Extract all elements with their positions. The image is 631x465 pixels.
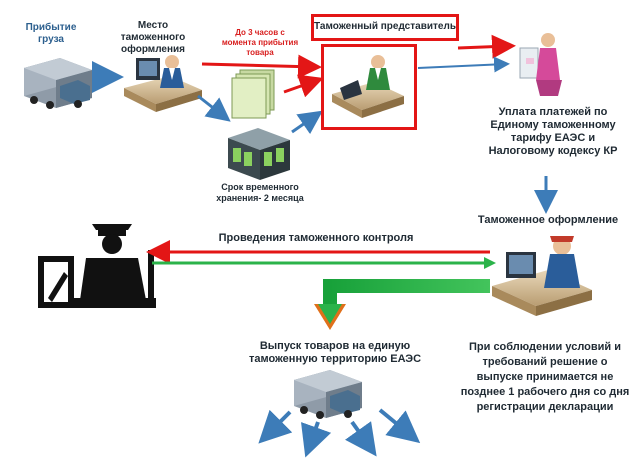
blue-arrow-rep-to-payment (417, 56, 510, 73)
payment-cashier-icon (519, 33, 562, 96)
customs-control-pictogram (38, 224, 156, 308)
clearance-label: Таможенное оформление (477, 214, 619, 226)
truck-icon (24, 58, 92, 109)
representative-figure-box (321, 44, 417, 130)
red-arrow-rep-to-payment (457, 34, 516, 59)
documents-icon (231, 69, 275, 119)
red-arrow-place-to-rep (201, 54, 322, 79)
warehouse-icon (228, 128, 290, 180)
customs-place-label: Место таможенного оформления (120, 20, 186, 55)
customs-officer-desk-icon (124, 55, 202, 112)
arrow-place-to-storage (197, 94, 231, 122)
within-3h-label: До 3 часов с момента прибытия товара (221, 28, 299, 57)
storage-label: Срок временного хранения- 2 месяца (216, 182, 304, 203)
arrival-label: Прибытие груза (25, 22, 77, 45)
release-label: Выпуск товаров на единую таможенную терр… (248, 340, 422, 365)
payment-label: Уплата платежей по Единому таможенному т… (488, 106, 618, 157)
decision-label: При соблюдении условий и требований реше… (460, 341, 630, 413)
release-truck-icon (294, 370, 362, 419)
representative-title-box (311, 14, 459, 41)
customs-representative-icon (332, 55, 404, 118)
red-arrow-docs-to-rep (283, 74, 324, 98)
distribution-arrows (258, 408, 421, 458)
arrow-storage-to-rep (291, 110, 323, 135)
representative-label: Таможенный представитель (314, 21, 456, 32)
green-arrow-release (314, 279, 490, 330)
control-label: Проведения таможенного контроля (218, 232, 414, 244)
clearance-officer-icon (492, 236, 592, 316)
